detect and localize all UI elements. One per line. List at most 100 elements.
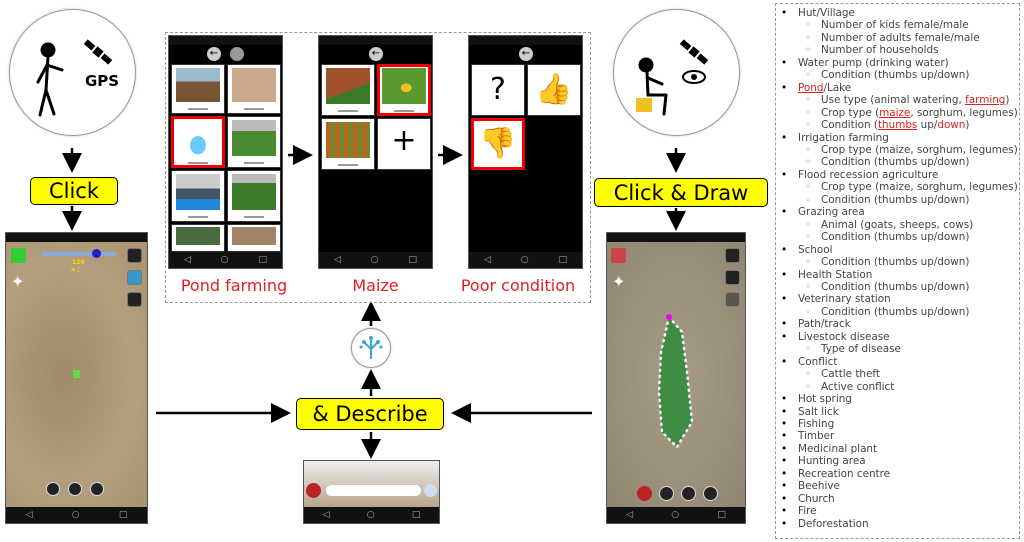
satellite-map[interactable]: 120 ☀☾ ✦ [6,242,147,508]
list-subitem: Condition (thumbs up/down) [776,256,1019,269]
fill-button[interactable] [681,486,696,501]
sun-moon-icon: ☀☾ [70,266,83,274]
crop-sorghum[interactable] [321,118,375,170]
back-button[interactable] [306,483,321,498]
list-subitem: Cattle theft [776,368,1019,381]
home-nav-icon[interactable]: ○ [71,510,80,520]
list-item: Hot spring [776,393,1019,406]
category-livestock[interactable] [227,224,281,252]
list-item: Fire [776,505,1019,518]
list-subitem: Condition (thumbs up/down) [776,306,1019,319]
thumbs-down-button[interactable]: 👎 [471,118,525,170]
submit-button[interactable] [424,484,437,497]
list-item: Church [776,493,1019,506]
list-subitem: Number of kids female/male [776,19,1019,32]
back-button[interactable]: ← [207,47,221,61]
list-item: Medicinal plant [776,443,1019,456]
time-slider[interactable] [42,249,116,258]
description-input[interactable] [326,485,421,496]
list-item: Path/track [776,318,1019,331]
list-subitem: Active conflict [776,381,1019,394]
gps-user-illustration: GPS [9,9,136,136]
run-button[interactable] [90,482,104,496]
draw-button[interactable] [659,486,674,501]
list-item: Salt lick [776,406,1019,419]
category-grazing[interactable] [171,224,225,252]
location-marker-icon [73,370,80,378]
step-label-pond-farming: Pond farming [180,276,288,295]
list-subitem: Condition (thumbs up/down) [776,156,1019,169]
cancel-button[interactable] [637,486,652,501]
back-button[interactable]: ← [369,47,383,61]
list-item: Fishing [776,418,1019,431]
list-item: Timber [776,430,1019,443]
condition-unknown-button[interactable]: ? [471,64,525,116]
category-hut-village[interactable] [171,64,225,114]
list-item: Pond/Lake [776,82,1019,95]
eye-icon [682,70,706,84]
status-bar [6,233,147,242]
compass-icon[interactable]: ✦ [11,272,25,291]
category-pump-machine[interactable] [171,170,225,222]
layers-button[interactable] [725,270,740,285]
globe-button[interactable] [127,248,142,263]
camera-button[interactable] [46,482,60,496]
draw-user-illustration [613,9,740,136]
compass-icon[interactable]: ✦ [612,272,626,291]
click-step-label: Click [30,177,118,205]
list-subitem: Type of disease [776,343,1019,356]
list-item: Conflict [776,356,1019,369]
step-label-poor-condition: Poor condition [460,276,576,295]
list-item: Livestock disease [776,331,1019,344]
list-subitem: Use type (animal watering, farming) [776,94,1019,107]
list-item: Beehive [776,480,1019,493]
category-irrigation[interactable] [227,116,281,168]
add-crop-button[interactable]: + [377,118,431,170]
list-item: Recreation centre [776,468,1019,481]
thumbs-up-button[interactable]: 👍 [527,64,581,116]
gps-label: GPS [85,72,120,90]
thumbs-up-icon: 👍 [535,72,573,107]
plus-icon: + [391,123,417,158]
category-flood-recession[interactable] [227,170,281,222]
gps-toggle-icon[interactable] [611,248,626,263]
list-subitem: Number of households [776,44,1019,57]
list-item: Grazing area [776,206,1019,219]
category-pond-farming[interactable] [171,116,225,168]
satellite-icon [679,39,709,65]
list-subitem: Condition (thumbs up/down) [776,119,1019,132]
layers-button[interactable] [127,270,142,285]
map-preview [304,461,439,507]
list-item: Hut/Village [776,7,1019,20]
menu-button[interactable] [230,47,244,61]
satellite-map[interactable]: ✦ [607,242,745,508]
list-subitem: Crop type (maize, sorghum, legumes) [776,144,1019,157]
thumbs-down-icon: 👎 [479,126,517,161]
back-nav-icon[interactable]: ◁ [25,510,33,520]
globe-button[interactable] [725,248,740,263]
drawn-polygon[interactable] [647,312,707,452]
list-item: School [776,244,1019,257]
back-button[interactable]: ← [519,47,533,61]
draw-map-phone: ✦ ◁○□ [606,232,746,524]
search-location-button[interactable] [725,292,740,307]
recents-nav-icon[interactable]: □ [118,510,128,520]
search-location-button[interactable] [127,292,142,307]
category-water-pump[interactable] [227,64,281,114]
list-item: Hunting area [776,455,1019,468]
list-subitem: Condition (thumbs up/down) [776,281,1019,294]
crop-maize[interactable] [377,64,431,116]
gps-toggle-icon[interactable] [11,248,26,263]
list-subitem: Crop type (maize, sorghum, legumes) [776,107,1019,120]
crop-legumes[interactable] [321,64,375,116]
satellite-icon [83,39,113,65]
list-subitem: Condition (thumbs up/down) [776,194,1019,207]
category-list: Hut/VillageNumber of kids female/maleNum… [775,3,1020,539]
describe-flow-panel [165,32,591,303]
confirm-button[interactable] [703,486,718,501]
walk-button[interactable] [68,482,82,496]
list-item: Health Station [776,269,1019,282]
list-item: Flood recession agriculture [776,169,1019,182]
describe-step-label: & Describe [296,398,444,430]
describe-search-phone: ◁○□ [303,460,440,524]
